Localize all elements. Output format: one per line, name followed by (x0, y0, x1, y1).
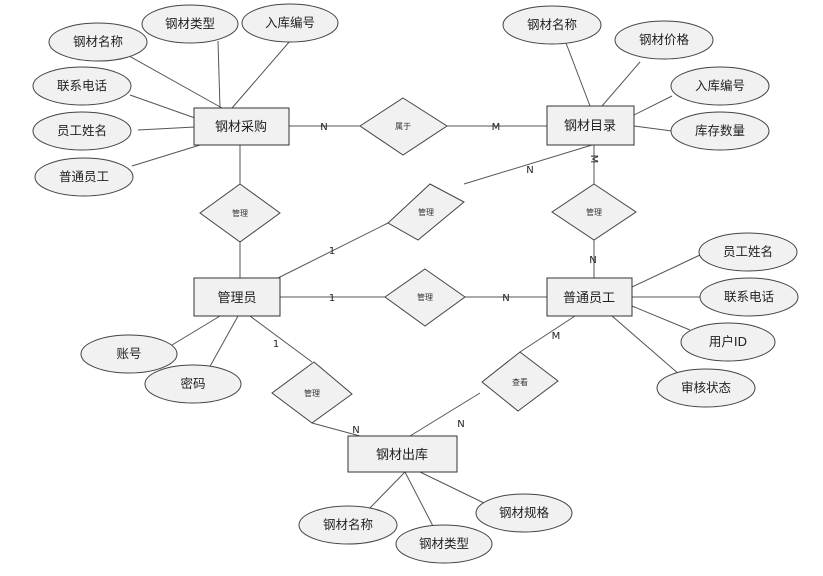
card-outbound-from-admin: N (352, 425, 359, 436)
attr-staff-name: 员工姓名 (698, 232, 798, 272)
svg-text:钢材类型: 钢材类型 (419, 536, 469, 551)
attr-purchase-stock-no: 入库编号 (241, 3, 339, 43)
svg-text:普通员工: 普通员工 (563, 291, 615, 306)
card-admin-manage-catalog: 1 (329, 246, 335, 257)
rel-manage-catalog: 管理 (387, 183, 465, 241)
card-purchase-belongs: N (320, 122, 327, 133)
attr-admin-password: 密码 (144, 364, 242, 404)
rel-manage-staff: 管理 (384, 268, 466, 327)
attr-outbound-steel-type: 钢材类型 (395, 524, 493, 564)
svg-text:库存数量: 库存数量 (695, 123, 745, 138)
card-staff-view: M (552, 331, 561, 342)
svg-text:员工姓名: 员工姓名 (723, 244, 773, 259)
entity-steel-catalog: 钢材目录 (546, 105, 635, 146)
svg-text:普通员工: 普通员工 (59, 169, 109, 184)
svg-text:联系电话: 联系电话 (724, 289, 774, 304)
svg-text:管理: 管理 (586, 207, 602, 217)
svg-text:联系电话: 联系电话 (57, 78, 107, 93)
attr-catalog-price: 钢材价格 (614, 20, 714, 60)
card-admin-manage-outbound: 1 (273, 339, 279, 350)
entity-steel-purchase: 钢材采购 (193, 107, 290, 146)
attr-staff-review-status: 审核状态 (656, 368, 756, 408)
attr-purchase-steel-name: 钢材名称 (48, 22, 148, 62)
rel-manage-outbound: 管理 (271, 361, 353, 424)
svg-text:钢材类型: 钢材类型 (165, 16, 215, 31)
svg-text:查看: 查看 (512, 377, 528, 387)
attr-purchase-staff: 普通员工 (34, 157, 134, 197)
svg-text:入库编号: 入库编号 (265, 15, 315, 30)
attr-catalog-stock-qty: 库存数量 (670, 111, 770, 151)
entity-staff: 普通员工 (546, 277, 633, 317)
attr-staff-user-id: 用户ID (680, 322, 776, 362)
card-catalog-manage: M (588, 155, 599, 164)
rel-manage-purchase: 管理 (199, 183, 281, 243)
attr-outbound-steel-name: 钢材名称 (298, 505, 398, 545)
svg-text:钢材规格: 钢材规格 (499, 505, 550, 520)
svg-text:管理员: 管理员 (217, 291, 256, 306)
svg-text:钢材采购: 钢材采购 (215, 119, 267, 135)
attr-outbound-steel-spec: 钢材规格 (475, 493, 573, 533)
card-catalog-from-admin: N (526, 165, 533, 176)
attr-catalog-stock-no: 入库编号 (670, 66, 770, 106)
svg-text:员工姓名: 员工姓名 (57, 123, 107, 138)
card-belongs-catalog: M (492, 122, 501, 133)
svg-text:钢材名称: 钢材名称 (73, 34, 123, 49)
svg-text:钢材名称: 钢材名称 (527, 17, 577, 32)
rel-manage-catalog-staff: 管理 (551, 183, 637, 241)
svg-text:钢材价格: 钢材价格 (639, 32, 690, 47)
svg-text:管理: 管理 (417, 292, 433, 302)
attr-purchase-employee-name: 员工姓名 (32, 111, 132, 151)
attr-admin-account: 账号 (80, 334, 178, 374)
rel-view: 查看 (481, 351, 559, 412)
card-admin-manage-staff: 1 (329, 293, 335, 304)
attr-catalog-steel-name: 钢材名称 (502, 5, 602, 45)
svg-text:属于: 属于 (395, 122, 411, 131)
svg-text:用户ID: 用户ID (709, 334, 747, 349)
svg-text:钢材名称: 钢材名称 (323, 517, 373, 532)
card-manage-staff-side: N (589, 255, 596, 266)
card-outbound-from-view: N (457, 419, 464, 430)
svg-text:钢材目录: 钢材目录 (564, 119, 616, 134)
rel-belongs: 属于 (359, 97, 448, 156)
attr-staff-phone: 联系电话 (699, 277, 799, 317)
svg-text:管理: 管理 (304, 388, 320, 398)
attr-purchase-steel-type: 钢材类型 (141, 4, 239, 44)
svg-text:入库编号: 入库编号 (695, 78, 745, 93)
entity-steel-outbound: 钢材出库 (347, 435, 458, 473)
svg-text:钢材出库: 钢材出库 (376, 447, 428, 463)
entity-admin: 管理员 (193, 277, 281, 317)
connector-lines (121, 40, 701, 531)
svg-text:管理: 管理 (232, 208, 248, 218)
card-staff-from-admin: N (502, 293, 509, 304)
svg-text:管理: 管理 (418, 207, 434, 217)
svg-text:审核状态: 审核状态 (681, 380, 731, 395)
attr-purchase-phone: 联系电话 (32, 66, 132, 106)
svg-text:密码: 密码 (180, 376, 205, 391)
svg-text:账号: 账号 (116, 346, 141, 361)
